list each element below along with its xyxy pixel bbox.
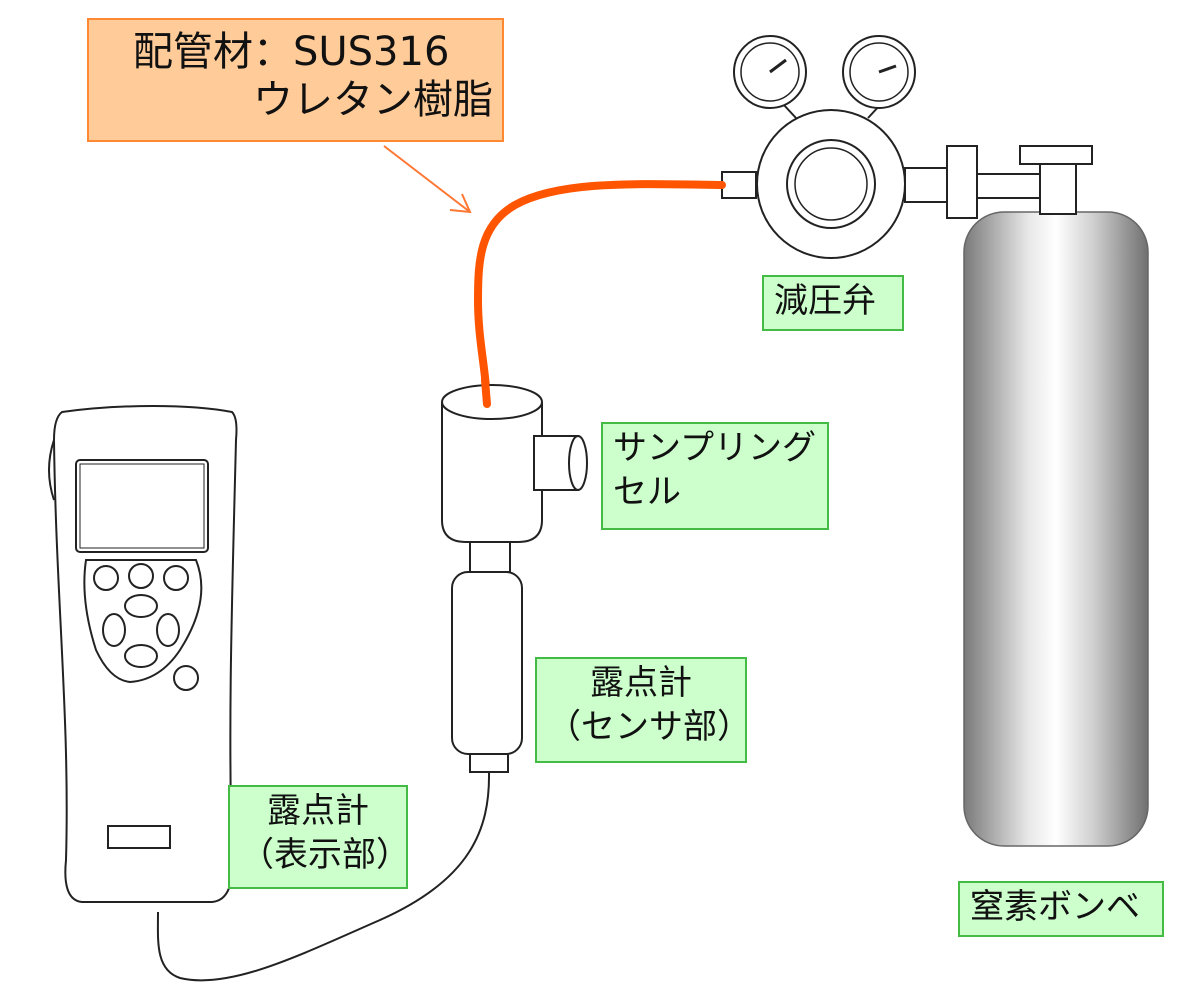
cylinder-valve bbox=[904, 145, 1093, 219]
sensor-label-line1: 露点計 bbox=[590, 663, 692, 703]
regulator-label: 減圧弁 bbox=[762, 275, 904, 331]
material-note-line2: ウレタン樹脂 bbox=[253, 77, 493, 123]
pressure-regulator bbox=[721, 35, 916, 259]
sensor-label-line2: （センサ部） bbox=[547, 707, 751, 747]
cylinder-label-text: 窒素ボンベ bbox=[970, 887, 1140, 927]
sensor-label: 露点計 （センサ部） bbox=[535, 657, 751, 763]
display-label: 露点計 （表示部） bbox=[228, 785, 410, 889]
display-label-line2: （表示部） bbox=[240, 835, 410, 875]
material-note: 配管材：SUS316 ウレタン樹脂 bbox=[87, 18, 504, 142]
sampling-cell-label-line2: セル bbox=[613, 472, 681, 512]
display-label-line1: 露点計 bbox=[267, 791, 369, 831]
dewpoint-sensor bbox=[451, 541, 523, 773]
material-arrow bbox=[383, 145, 472, 214]
pipe-end bbox=[481, 376, 491, 408]
sampling-cell-label: サンプリング セル bbox=[601, 422, 829, 530]
sensor-cable bbox=[156, 771, 491, 982]
dewpoint-display-unit bbox=[48, 405, 238, 903]
sampling-cell-label-line1: サンプリング bbox=[613, 428, 816, 468]
material-note-line1: 配管材：SUS316 bbox=[133, 29, 450, 75]
orange-pipe bbox=[473, 180, 726, 406]
cylinder-label: 窒素ボンベ bbox=[958, 881, 1164, 937]
regulator-label-text: 減圧弁 bbox=[774, 281, 876, 321]
sampling-cell bbox=[441, 384, 588, 543]
nitrogen-cylinder bbox=[963, 211, 1149, 847]
